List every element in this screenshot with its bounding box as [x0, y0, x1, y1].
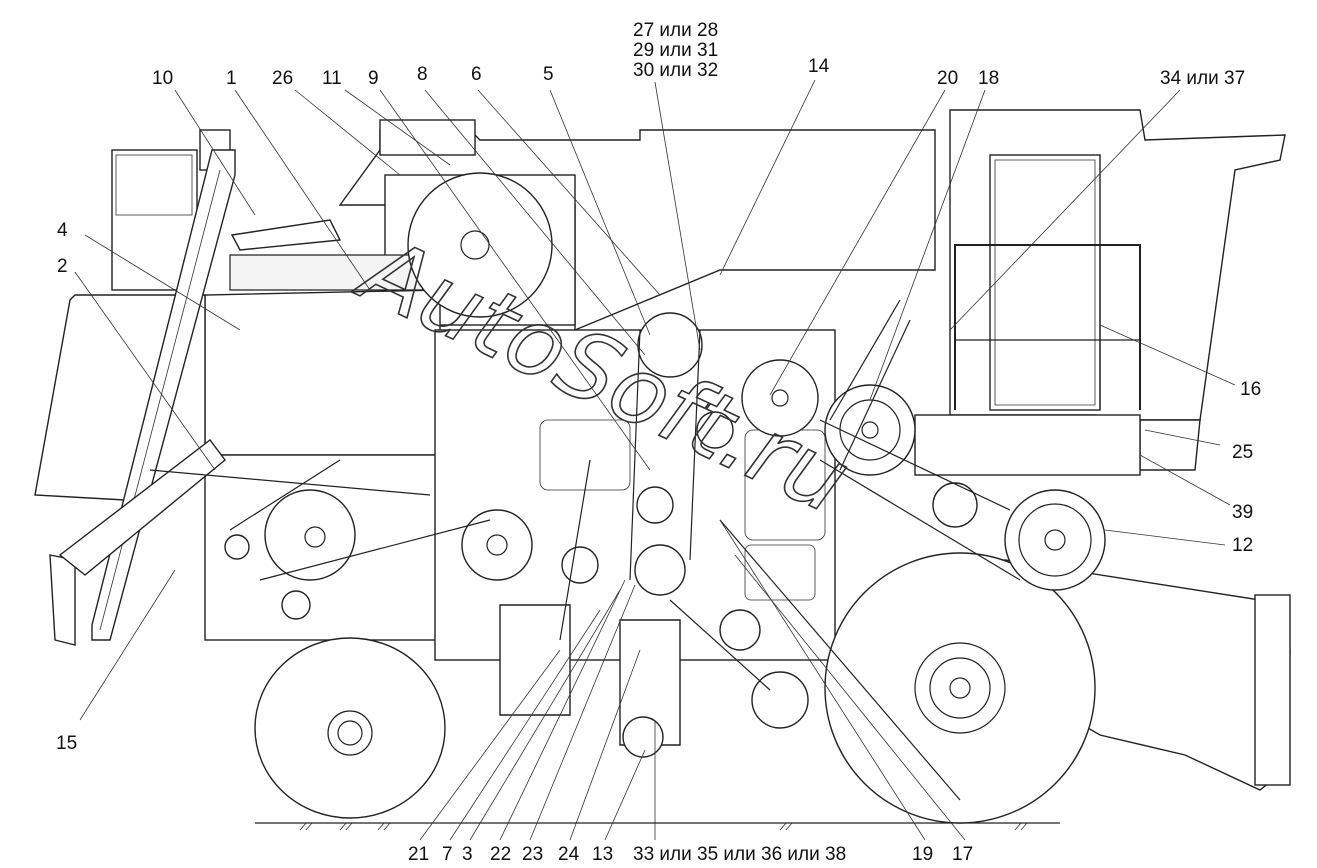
label-25: 25: [1232, 442, 1253, 463]
leader-lines: [74, 79, 1236, 841]
side-labels: 4 2 15 16 25 39 12: [56, 220, 1261, 754]
label-3: 3: [462, 844, 473, 865]
label-22: 22: [490, 844, 511, 865]
label-15: 15: [56, 733, 77, 754]
label-17: 17: [952, 844, 973, 865]
label-19: 19: [912, 844, 933, 865]
label-11: 11: [322, 68, 342, 89]
label-20: 20: [937, 68, 958, 89]
label-27-28: 27 или 28: [633, 20, 718, 41]
label-2: 2: [57, 256, 68, 277]
belts: [149, 299, 1021, 801]
label-4: 4: [57, 220, 68, 241]
label-34-37: 34 или 37: [1160, 68, 1245, 89]
label-10: 10: [152, 68, 173, 89]
label-26: 26: [272, 68, 293, 89]
label-21: 21: [408, 844, 429, 865]
label-16: 16: [1240, 379, 1261, 400]
label-9: 9: [368, 68, 379, 89]
bottom-labels: 21 7 3 22 23 24 13 33 или 35 или 36 или …: [408, 844, 973, 865]
label-33-35-36-38: 33 или 35 или 36 или 38: [633, 844, 846, 865]
top-labels: 10 1 26 11 9 8 6 5 27 или 28 29 или 31 3…: [152, 20, 1245, 89]
label-39: 39: [1232, 502, 1253, 523]
front-wheel: [824, 552, 1096, 824]
label-6: 6: [471, 64, 482, 85]
label-30-32: 30 или 32: [633, 60, 718, 81]
label-13: 13: [592, 844, 613, 865]
label-5: 5: [543, 64, 554, 85]
label-18: 18: [978, 68, 999, 89]
ground-line: [255, 822, 1060, 831]
label-23: 23: [522, 844, 543, 865]
label-8: 8: [417, 64, 428, 85]
label-12: 12: [1232, 535, 1253, 556]
unloading-auger: [58, 149, 236, 641]
label-29-31: 29 или 31: [633, 40, 718, 61]
rear-wheel: [254, 637, 446, 819]
label-1: 1: [226, 68, 237, 89]
label-24: 24: [558, 844, 580, 865]
label-14: 14: [808, 56, 830, 77]
label-7: 7: [442, 844, 453, 865]
